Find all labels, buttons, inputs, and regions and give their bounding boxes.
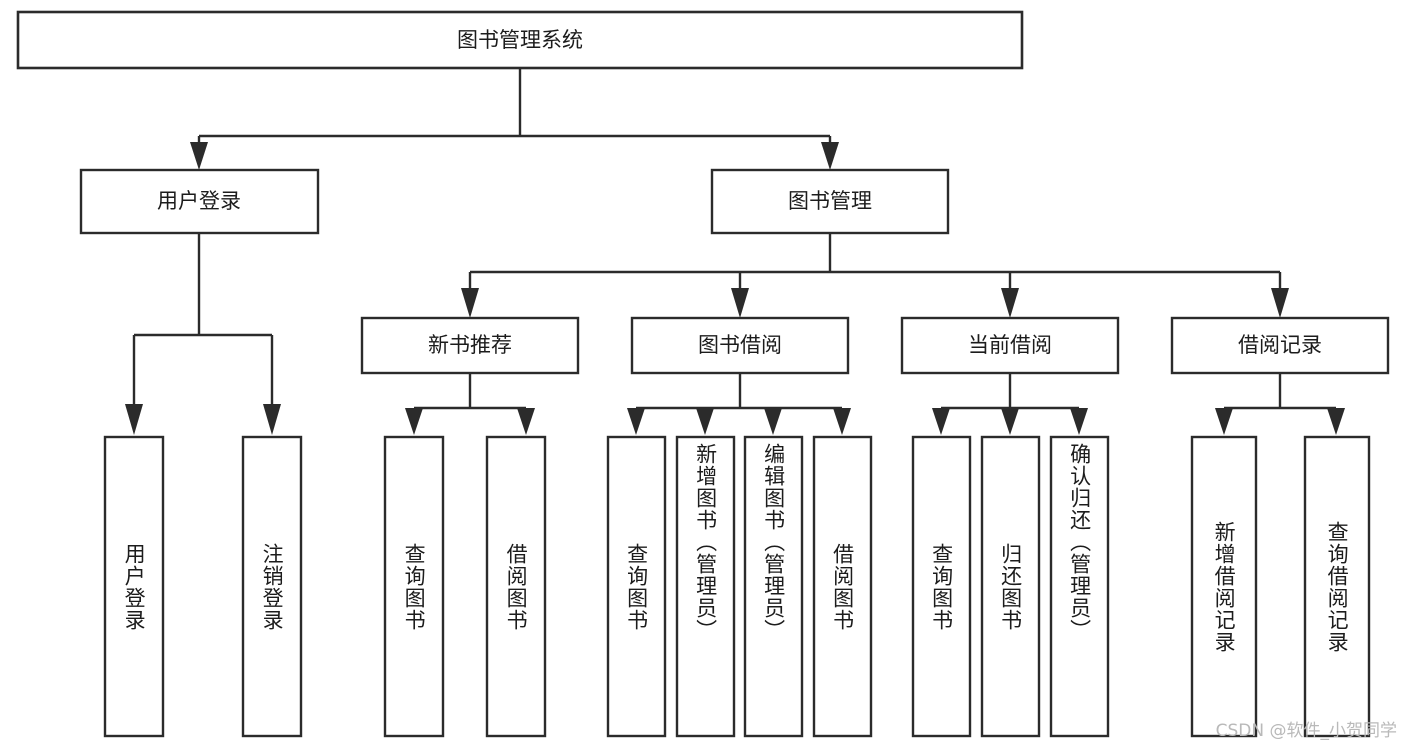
node-leaf-borrow-book-1-box[interactable] (485, 435, 547, 738)
node-book-borrow-label: 图书借阅 (698, 333, 782, 357)
node-book-borrow-box[interactable] (630, 316, 850, 375)
arrow-borrow-leaf-2 (696, 408, 714, 435)
arrow-records-leaf-1 (1215, 408, 1233, 435)
edges-layer (125, 68, 1345, 435)
node-borrow-records-label: 借阅记录 (1238, 333, 1322, 357)
node-leaf-return-book-box[interactable] (980, 435, 1041, 738)
node-user-login-box[interactable] (79, 168, 320, 235)
node-borrow-records-box[interactable] (1170, 316, 1390, 375)
arrow-records-leaf-2 (1327, 408, 1345, 435)
node-leaf-query-book-1-box[interactable] (383, 435, 445, 738)
arrow-new-book-leaf-1 (405, 408, 423, 435)
node-leaf-query-book-2-box[interactable] (606, 435, 667, 738)
node-leaf-user-login-box[interactable] (103, 435, 165, 738)
node-root-label: 图书管理系统 (457, 28, 583, 52)
node-leaf-add-book-box[interactable] (675, 435, 736, 738)
node-current-borrow-label: 当前借阅 (968, 333, 1052, 357)
arrow-book-mgmt-to-borrow (731, 288, 749, 318)
node-current-borrow-box[interactable] (900, 316, 1120, 375)
arrow-borrow-leaf-4 (833, 408, 851, 435)
arrow-book-mgmt-to-records (1271, 288, 1289, 318)
node-leaf-user-logout-box[interactable] (241, 435, 303, 738)
node-book-mgmt-label: 图书管理 (788, 189, 872, 213)
arrow-new-book-leaf-2 (517, 408, 535, 435)
arrow-borrow-leaf-1 (627, 408, 645, 435)
node-book-mgmt-box[interactable] (710, 168, 950, 235)
arrow-root-to-book-mgmt (821, 142, 839, 170)
node-leaf-edit-book-box[interactable] (743, 435, 804, 738)
arrow-current-leaf-3 (1070, 408, 1088, 435)
node-user-login-label: 用户登录 (157, 189, 241, 213)
arrow-current-leaf-2 (1001, 408, 1019, 435)
node-leaf-confirm-return-box[interactable] (1049, 435, 1110, 738)
nodes-layer: 图书管理系统 用户登录 图书管理 新书推荐 图书借阅 当前借阅 借阅记录 (16, 10, 1390, 738)
node-leaf-query-record-box[interactable] (1303, 435, 1371, 738)
arrow-book-mgmt-to-current (1001, 288, 1019, 318)
arrow-current-leaf-1 (932, 408, 950, 435)
arrow-borrow-leaf-3 (764, 408, 782, 435)
node-leaf-add-record-box[interactable] (1190, 435, 1258, 738)
arrow-book-mgmt-to-new-book (461, 288, 479, 318)
arrow-user-login-leaf-2 (263, 404, 281, 435)
node-new-book-label: 新书推荐 (428, 333, 512, 357)
node-new-book-box[interactable] (360, 316, 580, 375)
node-leaf-borrow-book-2-box[interactable] (812, 435, 873, 738)
arrow-root-to-user-login (190, 142, 208, 170)
arrow-user-login-leaf-1 (125, 404, 143, 435)
csdn-watermark: CSDN @软件_小贺同学 (1215, 721, 1397, 741)
node-root-box[interactable] (16, 10, 1024, 70)
node-leaf-query-book-3-box[interactable] (911, 435, 972, 738)
